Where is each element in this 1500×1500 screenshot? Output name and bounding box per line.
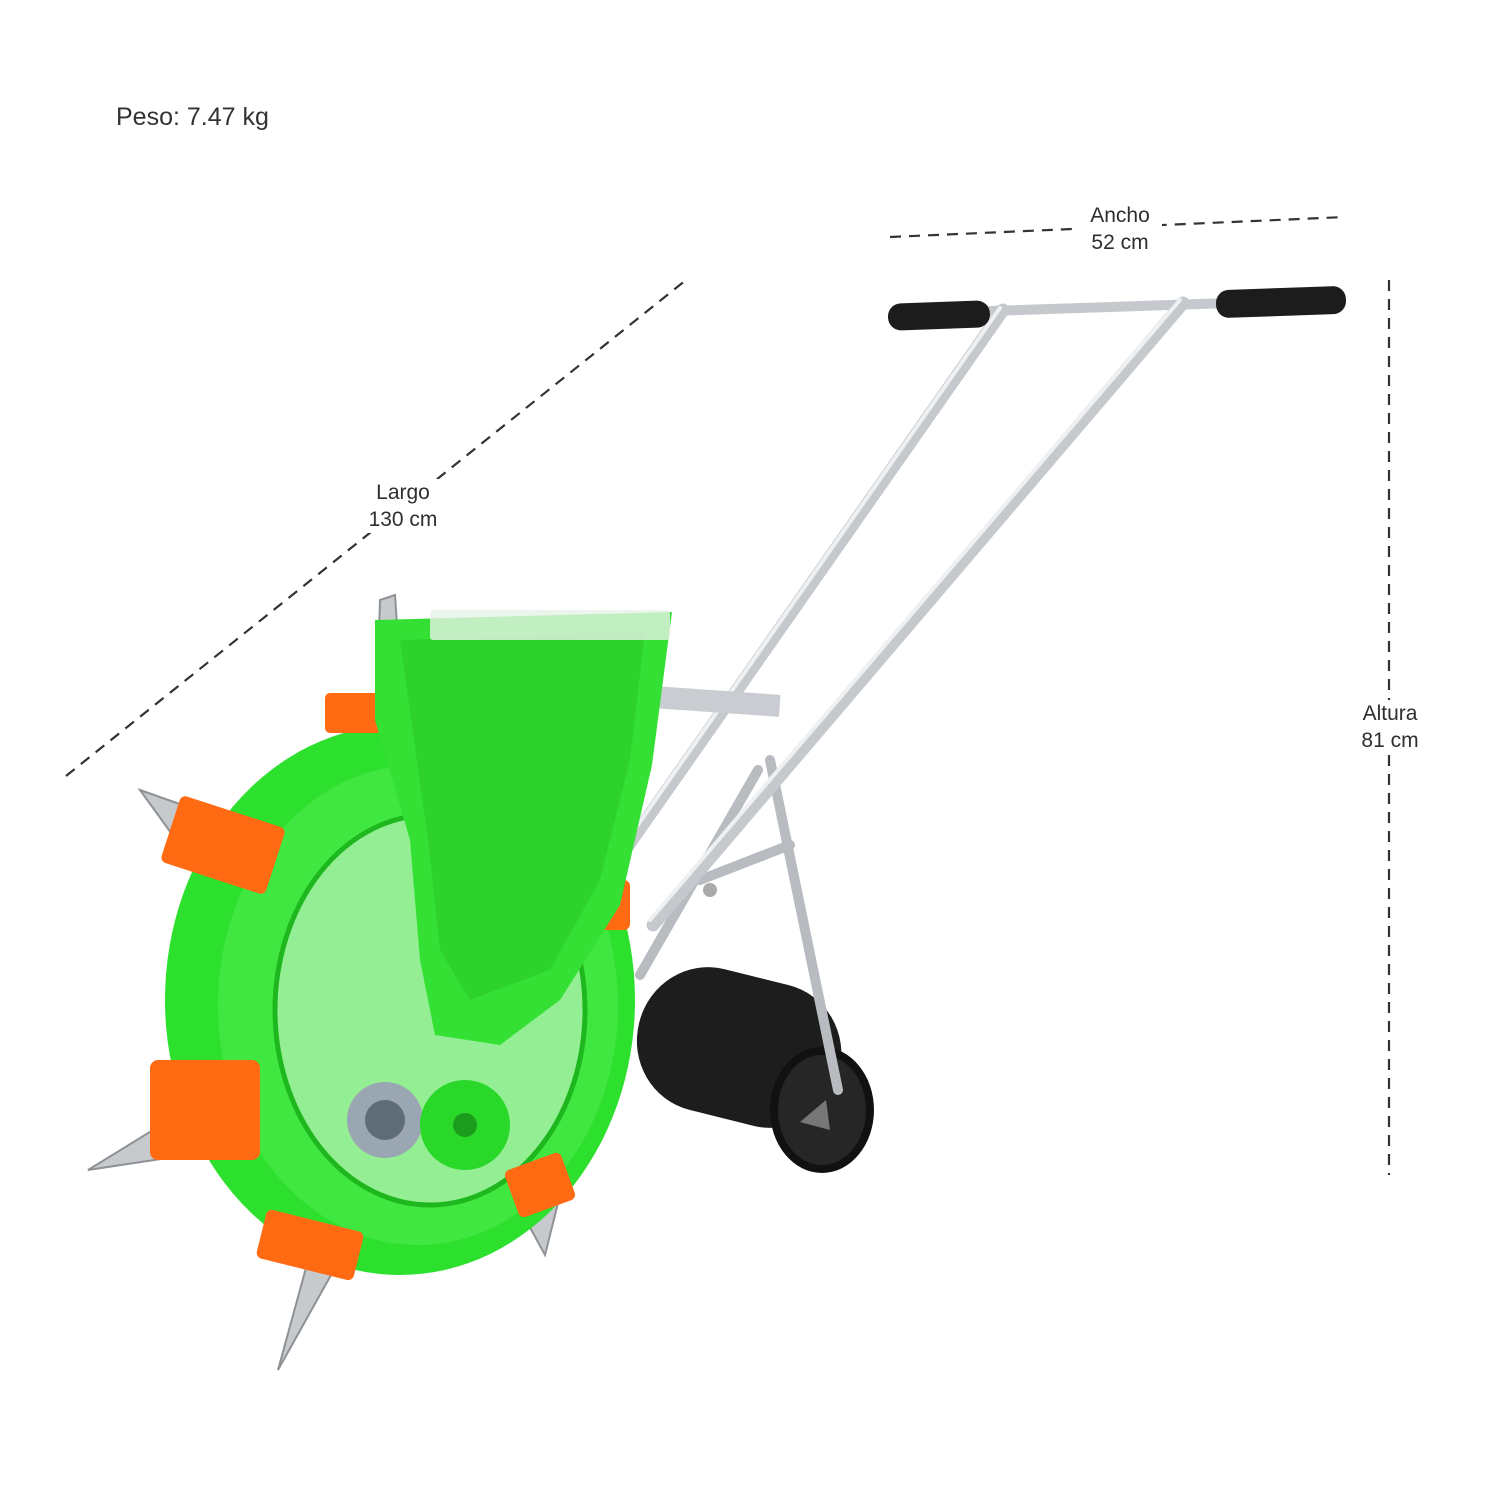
length-label-group: Largo 130 cm: [356, 479, 450, 533]
cross-bar: [639, 685, 781, 717]
left-grip: [887, 300, 990, 331]
height-label-group: Altura 81 cm: [1346, 700, 1434, 754]
length-label: Largo: [376, 481, 430, 504]
spring: [703, 883, 717, 897]
length-value: 130 cm: [368, 508, 438, 531]
right-grip: [1215, 286, 1347, 318]
seed-hopper: [375, 610, 672, 1045]
height-label: Altura: [1362, 702, 1418, 725]
roller: [636, 967, 874, 1173]
width-label: Ancho: [1090, 204, 1150, 227]
height-value: 81 cm: [1361, 729, 1419, 752]
width-value: 52 cm: [1091, 231, 1149, 254]
width-label-group: Ancho 52 cm: [1078, 202, 1162, 256]
handle-highlight: [586, 298, 1182, 922]
orange-clamps: [150, 693, 630, 1281]
weight-text: Peso: 7.47 kg: [116, 103, 269, 131]
